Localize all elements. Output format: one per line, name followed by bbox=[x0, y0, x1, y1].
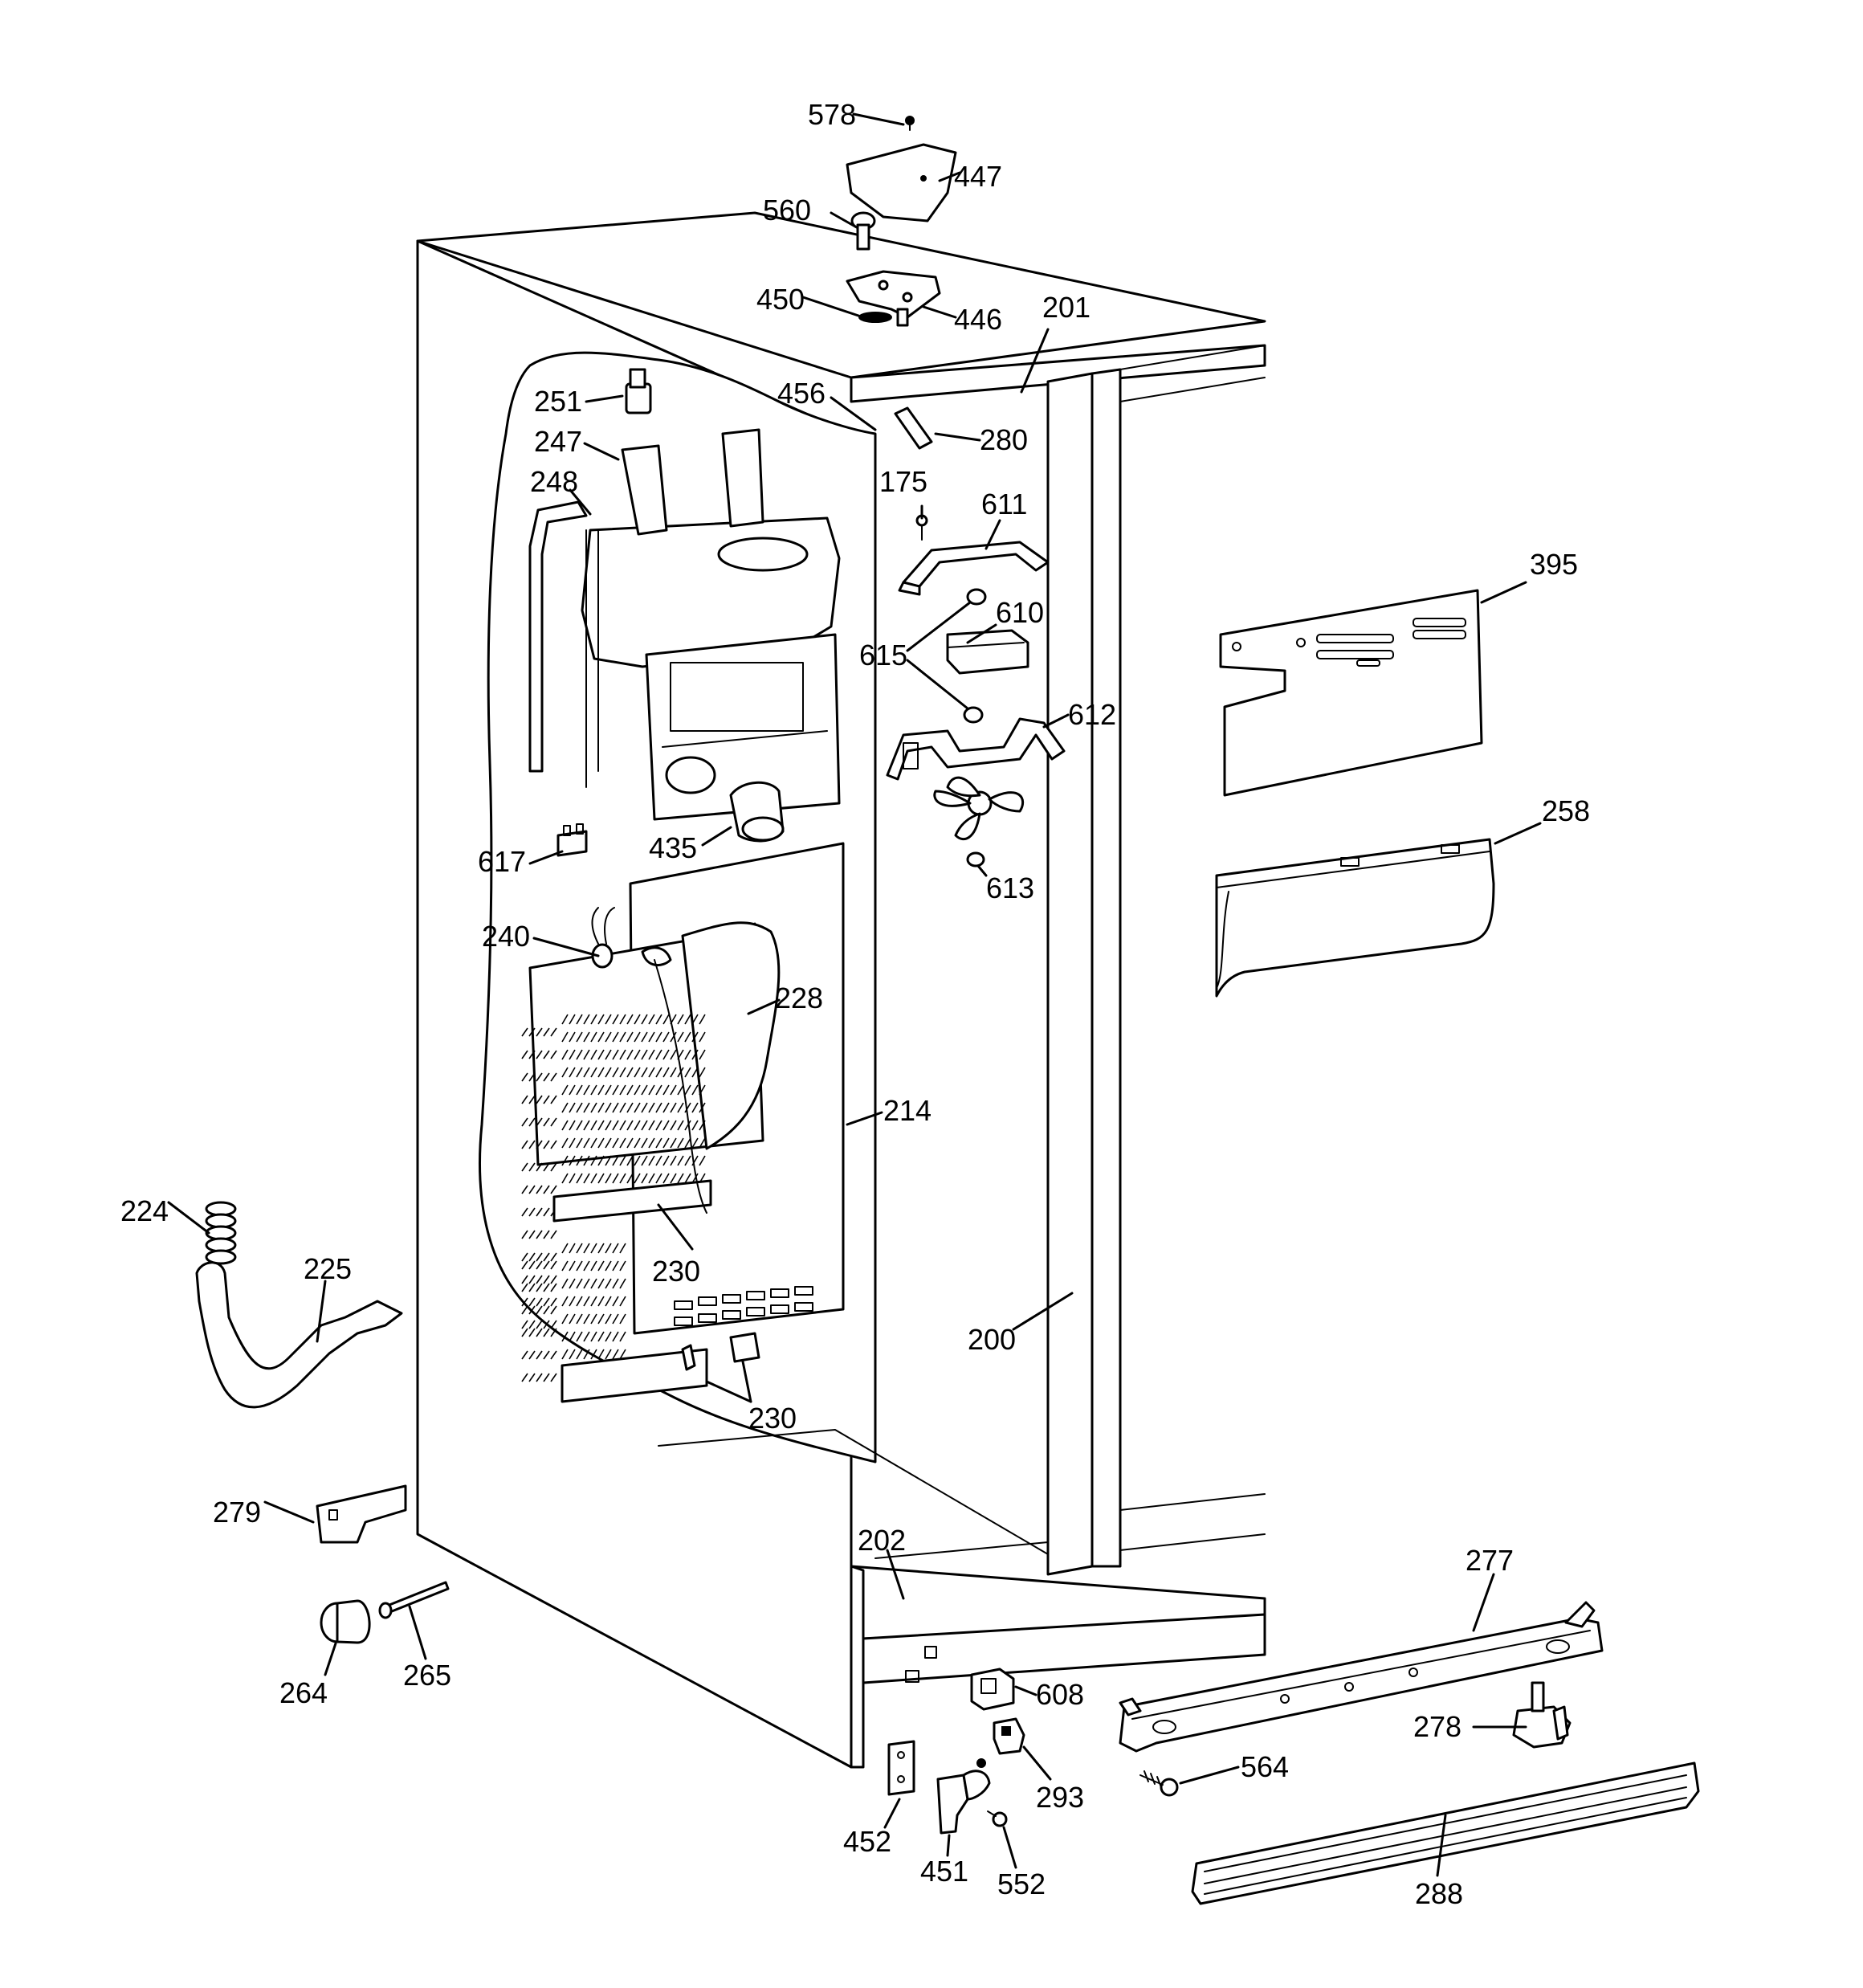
label-447: 447 bbox=[954, 160, 1002, 193]
label-450: 450 bbox=[756, 283, 805, 316]
label-456: 456 bbox=[777, 377, 826, 410]
axle-265 bbox=[378, 1581, 450, 1619]
louver-258 bbox=[1215, 838, 1495, 998]
clip-617 bbox=[556, 823, 588, 857]
rail-277 bbox=[1119, 1601, 1604, 1753]
label-578: 578 bbox=[808, 98, 856, 131]
bracket-451 bbox=[936, 1758, 991, 1835]
screw-552 bbox=[987, 1810, 1008, 1827]
harness-240 bbox=[591, 907, 707, 1214]
switch-293 bbox=[993, 1717, 1025, 1755]
label-435: 435 bbox=[649, 831, 697, 864]
label-610: 610 bbox=[996, 596, 1044, 629]
label-564: 564 bbox=[1241, 1750, 1289, 1783]
washer-450 bbox=[858, 312, 892, 323]
switch-608 bbox=[970, 1668, 1015, 1711]
label-214: 214 bbox=[883, 1094, 932, 1127]
part-labels: 578 447 560 450 446 201 251 456 280 247 … bbox=[120, 98, 1590, 1910]
panel-395 bbox=[1219, 589, 1483, 797]
bracket-279 bbox=[316, 1484, 407, 1544]
label-225: 225 bbox=[304, 1252, 352, 1285]
label-279: 279 bbox=[213, 1496, 261, 1529]
label-175: 175 bbox=[879, 465, 927, 498]
label-560: 560 bbox=[763, 194, 811, 227]
label-611: 611 bbox=[981, 488, 1027, 520]
roller-264 bbox=[320, 1599, 371, 1644]
label-552: 552 bbox=[997, 1868, 1046, 1900]
label-451: 451 bbox=[920, 1855, 968, 1888]
label-251: 251 bbox=[534, 385, 582, 418]
label-230a: 230 bbox=[652, 1255, 700, 1288]
label-230b: 230 bbox=[748, 1402, 797, 1435]
label-613: 613 bbox=[986, 872, 1034, 904]
label-240: 240 bbox=[482, 920, 530, 953]
bracket-612 bbox=[886, 717, 1066, 781]
leader-lines bbox=[167, 112, 1542, 1877]
label-617: 617 bbox=[478, 845, 526, 878]
fan-housing-247 bbox=[581, 428, 841, 821]
label-615: 615 bbox=[859, 639, 907, 672]
plate-452 bbox=[887, 1740, 915, 1796]
heater-clip-230 bbox=[681, 1332, 760, 1371]
label-446: 446 bbox=[954, 303, 1002, 336]
evaporator-228 bbox=[521, 921, 781, 1403]
motor-435 bbox=[729, 781, 785, 843]
hinge-446 bbox=[846, 270, 941, 327]
screw-560 bbox=[850, 211, 876, 251]
label-258: 258 bbox=[1542, 794, 1590, 827]
label-278: 278 bbox=[1413, 1710, 1461, 1743]
label-265: 265 bbox=[403, 1659, 451, 1692]
drain-tube-225 bbox=[195, 1261, 403, 1409]
label-608: 608 bbox=[1036, 1678, 1084, 1711]
label-293: 293 bbox=[1036, 1781, 1084, 1814]
label-248: 248 bbox=[530, 465, 578, 498]
label-200: 200 bbox=[968, 1323, 1016, 1356]
label-395: 395 bbox=[1530, 548, 1578, 581]
label-228: 228 bbox=[775, 982, 823, 1014]
part-280 bbox=[894, 406, 933, 450]
part-251 bbox=[625, 368, 652, 414]
screw-175 bbox=[915, 514, 928, 541]
label-202: 202 bbox=[858, 1524, 906, 1557]
spring-224 bbox=[205, 1201, 237, 1265]
fan-blade-613 bbox=[933, 776, 1025, 867]
label-280: 280 bbox=[980, 423, 1028, 456]
label-264: 264 bbox=[279, 1676, 328, 1709]
grommet-615 bbox=[963, 588, 987, 724]
label-224: 224 bbox=[120, 1194, 169, 1227]
screw-578 bbox=[905, 116, 915, 131]
tube-248 bbox=[528, 500, 588, 773]
leveler-278 bbox=[1512, 1681, 1572, 1749]
label-288: 288 bbox=[1415, 1877, 1463, 1910]
label-247: 247 bbox=[534, 425, 582, 458]
bracket-611 bbox=[898, 541, 1050, 596]
cap-447 bbox=[846, 143, 957, 222]
fan-motor-610 bbox=[946, 629, 1029, 675]
label-201: 201 bbox=[1042, 291, 1090, 324]
label-452: 452 bbox=[843, 1825, 891, 1858]
label-612: 612 bbox=[1068, 698, 1116, 731]
screw-564 bbox=[1139, 1770, 1179, 1797]
label-277: 277 bbox=[1466, 1544, 1514, 1577]
